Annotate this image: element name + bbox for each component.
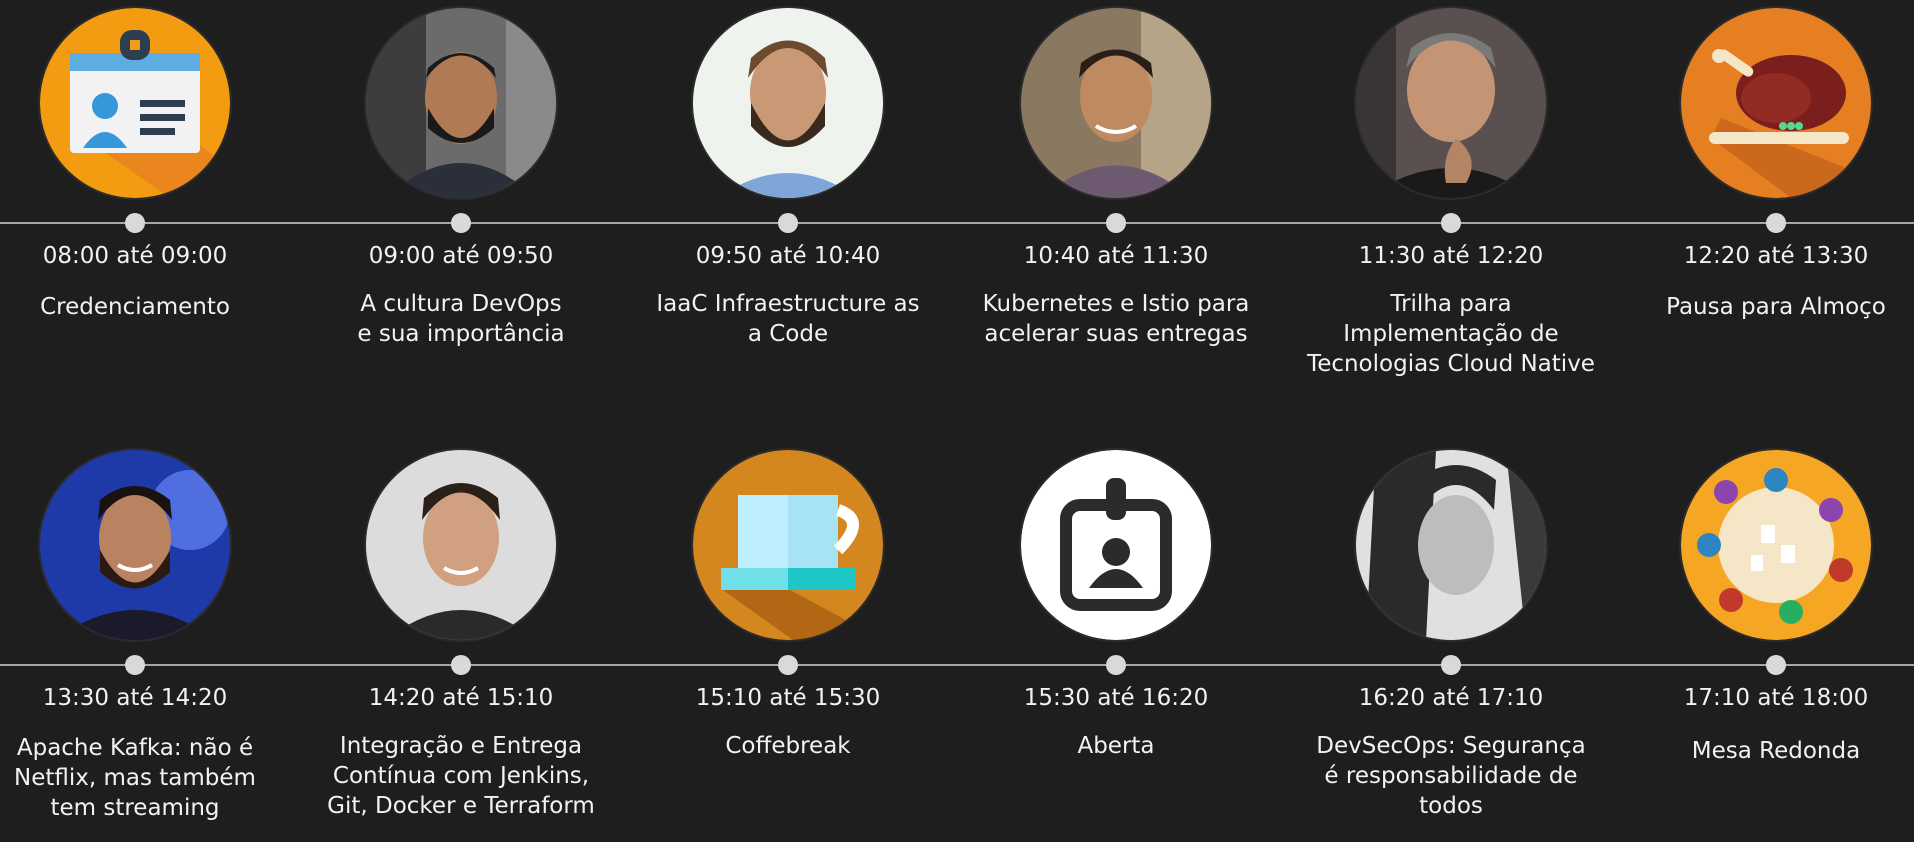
time-range: 09:50 até 10:40 [695, 243, 881, 269]
timeline-dot [1766, 213, 1786, 233]
time-range: 08:00 até 09:00 [42, 243, 228, 269]
speaker-photo [366, 8, 556, 198]
session-title: Kubernetes e Istio para acelerar suas en… [982, 291, 1250, 347]
meeting-icon [1681, 450, 1871, 640]
timeline-dot [1766, 655, 1786, 675]
time-range: 09:00 até 09:50 [368, 243, 554, 269]
timeline-dot [1106, 655, 1126, 675]
session-title: Integração e Entrega Contínua com Jenkin… [327, 733, 595, 819]
timeline-dot [778, 213, 798, 233]
timeline-line-bottom [0, 664, 1914, 666]
time-range: 15:10 até 15:30 [695, 685, 881, 711]
id-card-icon [1021, 450, 1211, 640]
coffee-icon [693, 450, 883, 640]
timeline-line-top [0, 222, 1914, 224]
timeline-dot [451, 655, 471, 675]
session-title: IaaC Infraestructure as a Code [656, 291, 920, 347]
speaker-photo [693, 8, 883, 198]
time-range: 16:20 até 17:10 [1358, 685, 1544, 711]
badge-icon [40, 8, 230, 198]
speaker-photo [1356, 450, 1546, 640]
session-title: Aberta [1077, 733, 1155, 759]
speaker-photo [1021, 8, 1211, 198]
timeline-dot [125, 213, 145, 233]
timeline-dot [1106, 213, 1126, 233]
food-icon [1681, 8, 1871, 198]
time-range: 13:30 até 14:20 [42, 685, 228, 711]
schedule-row-morning: 08:00 até 09:00 Credenciamento 09:00 até… [0, 0, 1914, 400]
time-range: 10:40 até 11:30 [1023, 243, 1209, 269]
speaker-photo [40, 450, 230, 640]
timeline-dot [125, 655, 145, 675]
schedule-row-afternoon: 13:30 até 14:20 Apache Kafka: não é Netf… [0, 442, 1914, 842]
session-title: Pausa para Almoço [1666, 294, 1886, 320]
session-title: DevSecOps: Segurança é responsabilidade … [1316, 733, 1586, 819]
session-title: Coffebreak [725, 733, 851, 759]
timeline-dot [451, 213, 471, 233]
session-title: Credenciamento [40, 294, 230, 320]
session-title: Apache Kafka: não é Netflix, mas também … [14, 735, 256, 821]
timeline-dot [1441, 213, 1461, 233]
timeline-dot [778, 655, 798, 675]
session-title: Mesa Redonda [1691, 738, 1861, 764]
speaker-photo [1356, 8, 1546, 198]
time-range: 17:10 até 18:00 [1683, 685, 1869, 711]
timeline-dot [1441, 655, 1461, 675]
time-range: 14:20 até 15:10 [368, 685, 554, 711]
time-range: 11:30 até 12:20 [1358, 243, 1544, 269]
session-title: A cultura DevOps e sua importância [357, 291, 565, 347]
speaker-photo [366, 450, 556, 640]
time-range: 12:20 até 13:30 [1683, 243, 1869, 269]
time-range: 15:30 até 16:20 [1023, 685, 1209, 711]
session-title: Trilha para Implementação de Tecnologias… [1307, 291, 1595, 377]
